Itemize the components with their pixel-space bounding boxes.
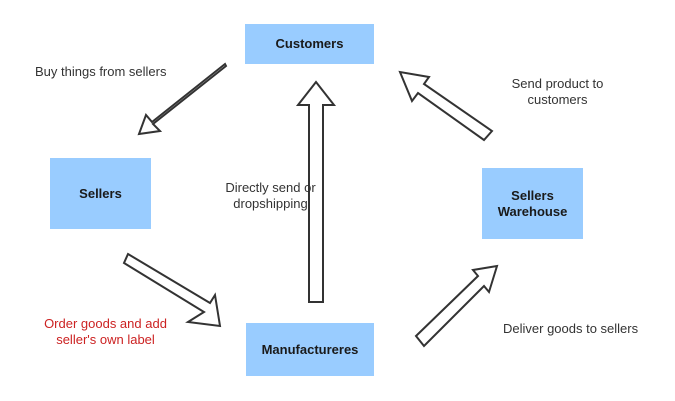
edge-label-direct-send: Directly send or dropshipping (213, 180, 328, 212)
node-sellers: Sellers (50, 158, 151, 229)
arrow-manufacturers-to-warehouse (414, 264, 499, 348)
arrow-customers-to-sellers (137, 62, 228, 136)
edge-label-order-goods-line1: Order goods and add (44, 316, 167, 331)
edge-label-deliver-goods: Deliver goods to sellers (503, 321, 639, 336)
node-customers-label: Customers (275, 36, 344, 51)
node-sellers-warehouse: Sellers Warehouse (482, 168, 583, 239)
node-customers: Customers (245, 24, 374, 64)
arrow-sellers-to-manufacturers (122, 252, 222, 328)
edge-label-send-product: Send product to customers (500, 76, 615, 108)
edge-label-direct-send-line1: Directly send or (225, 180, 316, 195)
edge-label-buy-things: Buy things from sellers (35, 64, 167, 79)
node-sellers-label: Sellers (79, 185, 122, 201)
arrow-warehouse-to-customers (398, 70, 494, 142)
node-manufacturers-label: Manufactureres (261, 341, 359, 357)
edge-label-order-goods: Order goods and add seller's own label (33, 316, 178, 348)
arrow-manufacturers-to-customers (295, 80, 337, 303)
edge-label-send-product-line2: customers (527, 92, 588, 107)
node-sellers-warehouse-label-line1: Sellers (511, 187, 554, 203)
node-manufacturers: Manufactureres (246, 323, 374, 376)
edge-label-send-product-line1: Send product to (511, 76, 604, 91)
edge-label-order-goods-line2: seller's own label (56, 332, 155, 347)
edge-label-direct-send-line2: dropshipping (233, 196, 308, 211)
node-sellers-warehouse-label-line2: Warehouse (497, 203, 568, 219)
